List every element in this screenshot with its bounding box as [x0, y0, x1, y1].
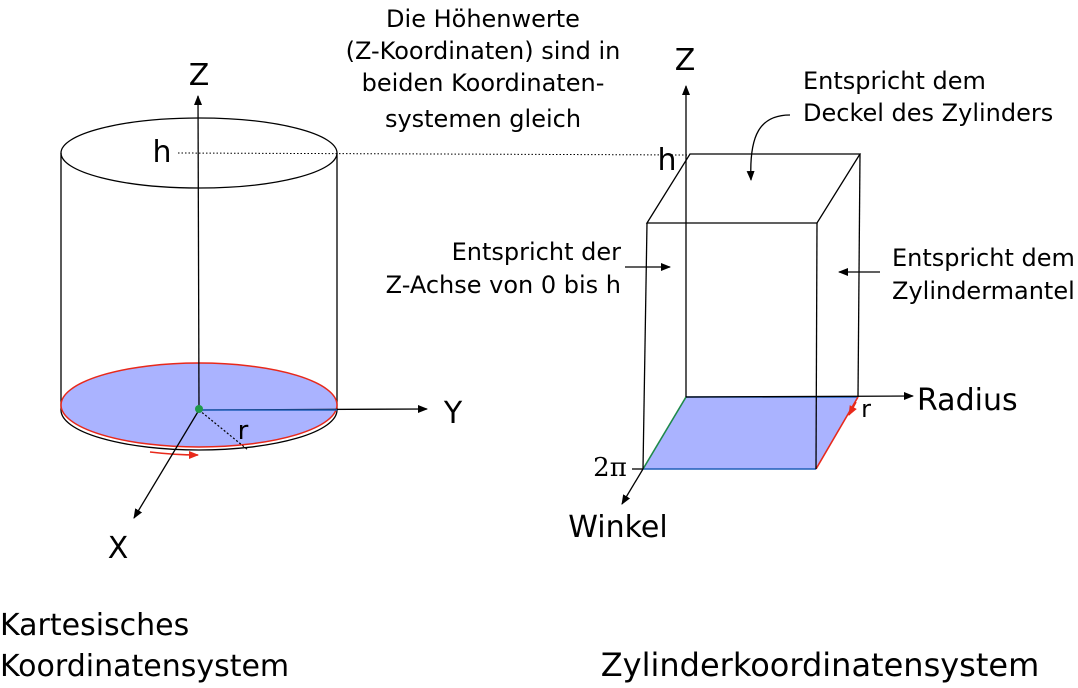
angle-label: Winkel — [568, 510, 667, 545]
box-front-left-edge — [642, 222, 648, 470]
caption-cartesian-line-2: Koordinatensystem — [0, 649, 289, 684]
note-line-4: systemen gleich — [385, 105, 581, 133]
radius-label: Radius — [917, 383, 1018, 418]
r-red-arrow — [848, 401, 857, 416]
box-top-face — [645, 153, 862, 224]
h-dotted-connector — [177, 152, 691, 156]
base-left-edge — [642, 396, 687, 470]
lid-pointer-arrow — [746, 114, 791, 181]
mantle-annotation-line-1: Entspricht dem — [892, 244, 1075, 272]
box-front-right-edge — [815, 222, 818, 470]
box-figure: Z h Radius r 2π Winkel — [568, 43, 1017, 545]
note-line-2: (Z-Koordinaten) sind in — [346, 37, 621, 65]
origin-point — [195, 405, 203, 413]
base-rotation-arrow — [149, 450, 199, 459]
box-base-face — [643, 397, 858, 469]
note-line-1: Die Höhenwerte — [386, 5, 580, 33]
cylinder-bottom-outline — [60, 409, 338, 451]
z-label-cartesian: Z — [189, 58, 210, 93]
z-axis-cartesian — [194, 95, 203, 410]
box-back-right-edge — [857, 153, 861, 398]
mantle-annotation-line-2: Zylindermantel — [892, 277, 1075, 305]
h-label-cylindrical: h — [657, 143, 676, 178]
x-label-cartesian: X — [108, 531, 129, 566]
r-label-cylindrical: r — [861, 395, 871, 423]
lid-annotation-line-2: Deckel des Zylinders — [803, 99, 1053, 127]
captions: Kartesisches Koordinatensystem Zylinderk… — [0, 608, 1039, 684]
z-axis-annotation-line-1: Entspricht der — [452, 238, 622, 266]
radius-dotted-line — [198, 409, 249, 451]
height-note: Die Höhenwerte (Z-Koordinaten) sind in b… — [346, 5, 621, 133]
caption-cylindrical: Zylinderkoordinatensystem — [601, 646, 1040, 684]
z-label-cylindrical: Z — [675, 43, 696, 78]
h-label-cartesian: h — [152, 135, 171, 170]
caption-cartesian-line-1: Kartesisches — [0, 608, 189, 643]
z-axis-annotation-line-2: Z-Achse von 0 bis h — [386, 271, 621, 299]
x-axis-cartesian — [133, 409, 200, 519]
radius-axis — [685, 392, 914, 401]
two-pi-label: 2π — [593, 453, 627, 483]
annotations: Entspricht dem Deckel des Zylinders Ents… — [386, 67, 1075, 305]
note-line-3: beiden Koordinaten- — [362, 69, 605, 97]
angle-axis — [621, 468, 644, 505]
r-label-cartesian: r — [238, 416, 249, 446]
y-label-cartesian: Y — [443, 396, 463, 431]
lid-annotation-line-1: Entspricht dem — [803, 67, 986, 95]
cylinder-figure: Z h Y X r — [60, 58, 691, 566]
cylinder-top-ellipse — [60, 117, 338, 189]
